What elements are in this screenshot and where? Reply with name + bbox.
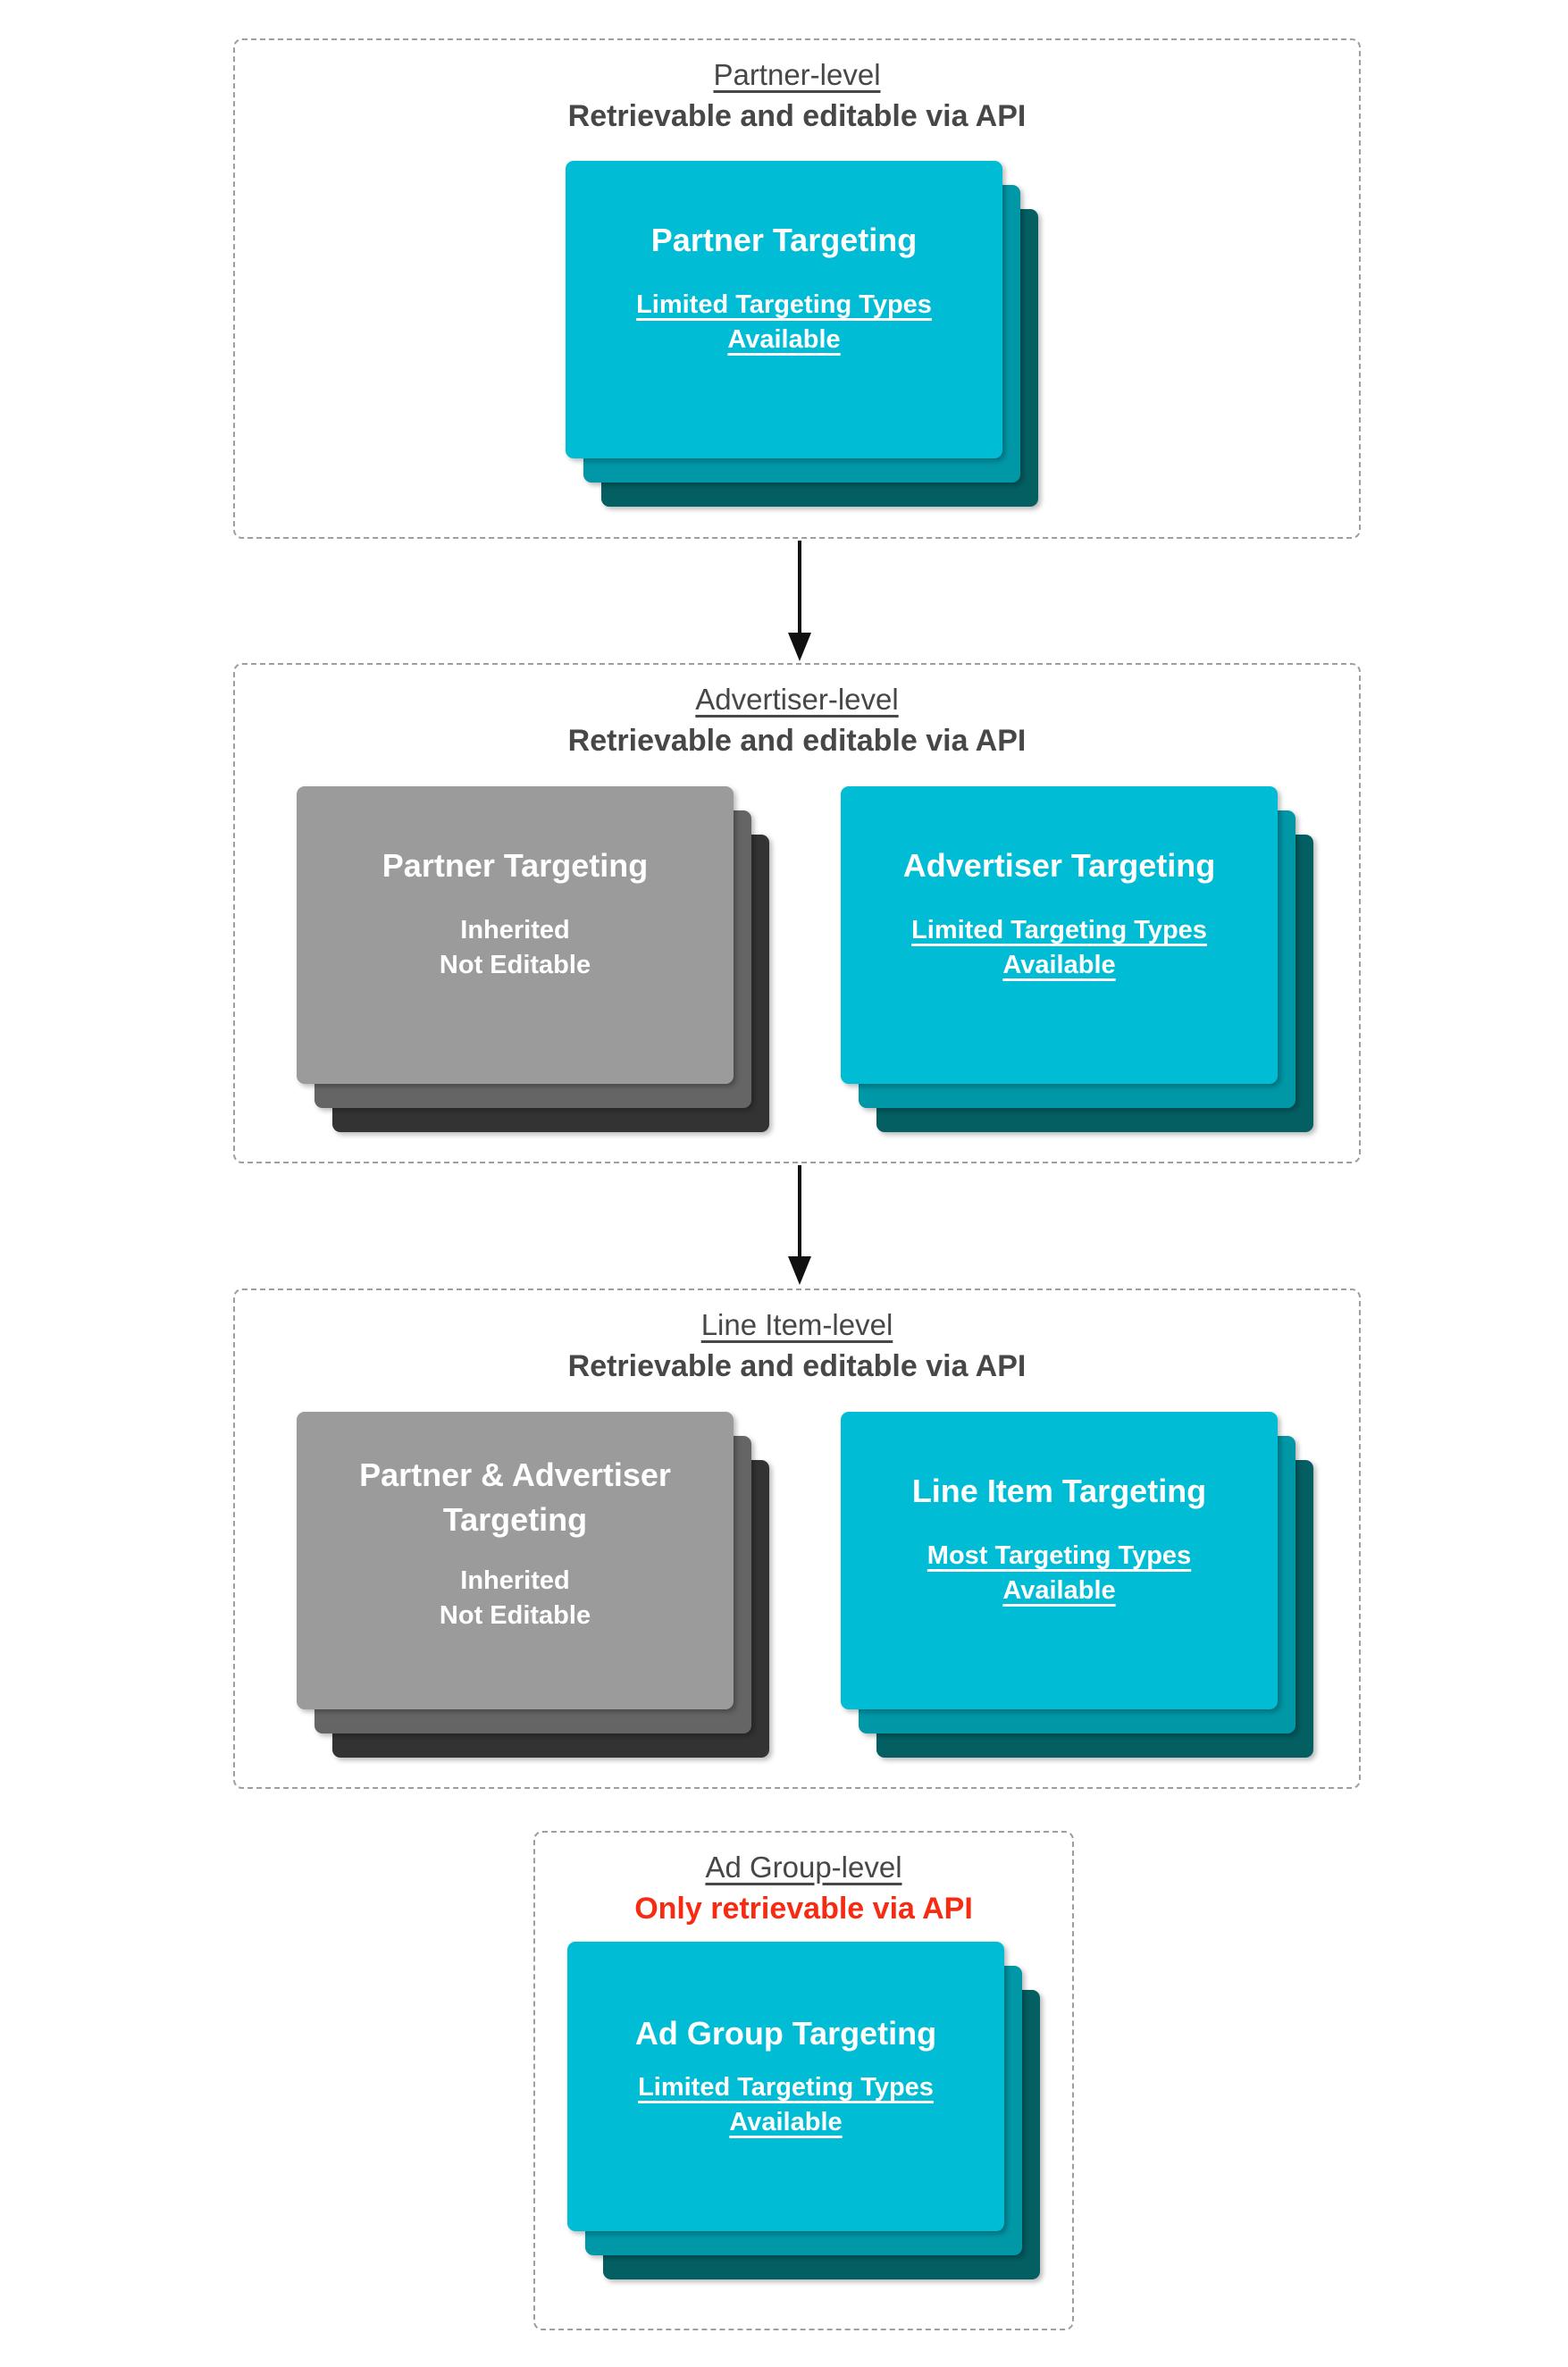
- section-ad-group-level: Ad Group-level Only retrievable via API …: [533, 1831, 1074, 2330]
- section-advertiser-level: Advertiser-level Retrievable and editabl…: [233, 663, 1361, 1163]
- level-heading: Ad Group-level: [705, 1851, 902, 1884]
- targeting-types-note: Limited Targeting Types Available: [636, 290, 932, 354]
- card-stack-ad-group-targeting: Ad Group Targeting Limited Targeting Typ…: [567, 1942, 1040, 2279]
- targeting-types-note: Limited Targeting Types Available: [911, 916, 1207, 979]
- api-availability-note: Retrievable and editable via API: [567, 99, 1027, 133]
- card-partner-targeting: Partner Targeting Limited Targeting Type…: [566, 161, 1002, 458]
- level-heading: Partner-level: [713, 58, 881, 91]
- card-stack-inherited-partner-targeting: Partner Targeting Inherited Not Editable: [297, 786, 769, 1132]
- inherited-label: Inherited: [460, 1566, 570, 1595]
- api-availability-note-red: Only retrievable via API: [634, 1892, 973, 1926]
- card-title: Ad Group Targeting: [634, 2015, 937, 2052]
- level-heading: Advertiser-level: [695, 683, 899, 716]
- card-stack-inherited-partner-advertiser-targeting: Partner & Advertiser Targeting Inherited…: [297, 1412, 769, 1758]
- flow-arrow-advertiser-to-lineitem: [798, 1165, 801, 1260]
- card-title: Line Item Targeting: [911, 1473, 1207, 1509]
- not-editable-label: Not Editable: [439, 1601, 591, 1630]
- card-stack-line-item-targeting: Line Item Targeting Most Targeting Types…: [841, 1412, 1313, 1758]
- card-advertiser-targeting: Advertiser Targeting Limited Targeting T…: [841, 786, 1278, 1084]
- section-line-item-level: Line Item-level Retrievable and editable…: [233, 1288, 1361, 1789]
- flow-arrow-partner-to-advertiser: [798, 541, 801, 636]
- section-header: Advertiser-level Retrievable and editabl…: [235, 665, 1359, 761]
- card-title: Partner Targeting: [382, 847, 649, 884]
- level-heading: Line Item-level: [700, 1308, 893, 1341]
- card-inherited-partner-targeting: Partner Targeting Inherited Not Editable: [297, 786, 734, 1084]
- inherited-label: Inherited: [460, 916, 570, 944]
- section-header: Ad Group-level Only retrievable via API: [535, 1833, 1072, 1929]
- card-line-item-targeting: Line Item Targeting Most Targeting Types…: [841, 1412, 1278, 1709]
- card-title: Advertiser Targeting: [902, 847, 1216, 884]
- section-partner-level: Partner-level Retrievable and editable v…: [233, 38, 1361, 539]
- card-stack-partner-targeting: Partner Targeting Limited Targeting Type…: [566, 161, 1038, 507]
- card-stack-advertiser-targeting: Advertiser Targeting Limited Targeting T…: [841, 786, 1313, 1132]
- api-availability-note: Retrievable and editable via API: [567, 1349, 1027, 1383]
- not-editable-label: Not Editable: [439, 951, 591, 979]
- section-header: Partner-level Retrievable and editable v…: [235, 40, 1359, 137]
- card-title: Partner & Advertiser Targeting: [359, 1456, 671, 1538]
- section-header: Line Item-level Retrievable and editable…: [235, 1290, 1359, 1387]
- card-title: Partner Targeting: [650, 222, 918, 258]
- targeting-types-note: Limited Targeting Types Available: [638, 2073, 934, 2136]
- targeting-types-note: Most Targeting Types Available: [927, 1541, 1192, 1605]
- card-ad-group-targeting: Ad Group Targeting Limited Targeting Typ…: [567, 1942, 1004, 2231]
- api-availability-note: Retrievable and editable via API: [567, 724, 1027, 758]
- card-inherited-partner-advertiser-targeting: Partner & Advertiser Targeting Inherited…: [297, 1412, 734, 1709]
